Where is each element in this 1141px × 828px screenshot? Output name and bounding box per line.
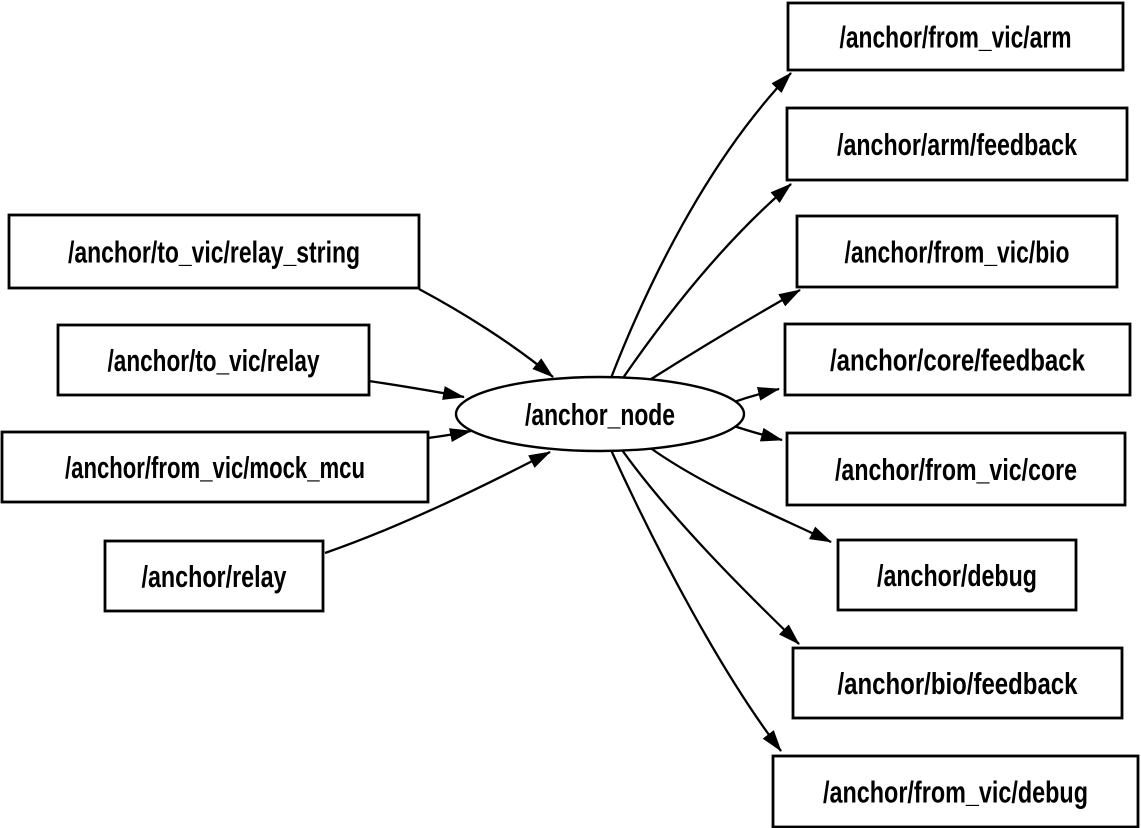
graph-node-to_vic_relay_string: /anchor/to_vic/relay_string <box>7 213 421 290</box>
node-box-from_vic_debug <box>771 754 1140 828</box>
graph-node-bio_feedback: /anchor/bio/feedback <box>791 646 1124 720</box>
graph-node-anchor_node: /anchor_node <box>454 375 746 453</box>
node-box-from_vic_arm <box>786 1 1125 72</box>
edge-from_vic_mock_mcu--to--anchor_node <box>427 428 472 442</box>
node-label-debug: /anchor/debug <box>877 558 1037 593</box>
node-label-relay: /anchor/relay <box>142 559 288 594</box>
graph-node-from_vic_bio: /anchor/from_vic/bio <box>795 214 1119 289</box>
edge-anchor_node--to--core_feedback <box>730 386 780 405</box>
node-label-from_vic_bio: /anchor/from_vic/bio <box>845 235 1070 270</box>
node-box-from_vic_core <box>785 431 1127 507</box>
node-box-from_vic_mock_mcu <box>0 430 430 504</box>
node-box-from_vic_bio <box>795 214 1119 289</box>
graph-node-arm_feedback: /anchor/arm/feedback <box>785 106 1129 182</box>
edge-relay--to--anchor_node <box>324 450 551 555</box>
node-label-from_vic_arm: /anchor/from_vic/arm <box>840 20 1072 55</box>
node-ellipse-anchor_node <box>454 375 746 453</box>
node-box-relay <box>103 539 325 613</box>
graph-node-core_feedback: /anchor/core/feedback <box>783 322 1132 397</box>
graph-node-debug: /anchor/debug <box>836 538 1078 612</box>
graph-node-to_vic_relay: /anchor/to_vic/relay <box>56 323 371 397</box>
node-label-from_vic_mock_mcu: /anchor/from_vic/mock_mcu <box>65 450 365 485</box>
graph-node-from_vic_mock_mcu: /anchor/from_vic/mock_mcu <box>0 430 430 504</box>
edge-anchor_node--to--bio_feedback <box>621 449 800 645</box>
edge-to_vic_relay--to--anchor_node <box>368 379 465 400</box>
edge-anchor_node--to--debug <box>648 446 832 544</box>
node-box-to_vic_relay <box>56 323 371 397</box>
edge-anchor_node--to--arm_feedback <box>622 183 792 379</box>
node-label-from_vic_core: /anchor/from_vic/core <box>835 452 1077 487</box>
node-label-anchor_node: /anchor_node <box>525 397 675 432</box>
node-box-core_feedback <box>783 322 1132 397</box>
edge-anchor_node--to--from_vic_bio <box>647 288 801 382</box>
graph-node-from_vic_core: /anchor/from_vic/core <box>785 431 1127 507</box>
node-box-to_vic_relay_string <box>7 213 421 290</box>
node-label-arm_feedback: /anchor/arm/feedback <box>837 127 1078 162</box>
node-box-bio_feedback <box>791 646 1124 720</box>
graph-node-relay: /anchor/relay <box>103 539 325 613</box>
edge-anchor_node--to--from_vic_core <box>730 423 783 442</box>
edge-anchor_node--to--from_vic_arm <box>609 72 792 379</box>
node-box-arm_feedback <box>785 106 1129 182</box>
node-label-from_vic_debug: /anchor/from_vic/debug <box>823 775 1088 810</box>
edge-to_vic_relay_string--to--anchor_node <box>418 287 554 378</box>
graph-node-from_vic_debug: /anchor/from_vic/debug <box>771 754 1140 828</box>
node-label-core_feedback: /anchor/core/feedback <box>830 343 1086 378</box>
node-box-debug <box>836 538 1078 612</box>
node-label-bio_feedback: /anchor/bio/feedback <box>838 666 1079 701</box>
edge-anchor_node--to--from_vic_debug <box>609 449 782 752</box>
node-label-to_vic_relay_string: /anchor/to_vic/relay_string <box>68 235 360 270</box>
node-label-to_vic_relay: /anchor/to_vic/relay <box>108 343 321 378</box>
graph-node-from_vic_arm: /anchor/from_vic/arm <box>786 1 1125 72</box>
